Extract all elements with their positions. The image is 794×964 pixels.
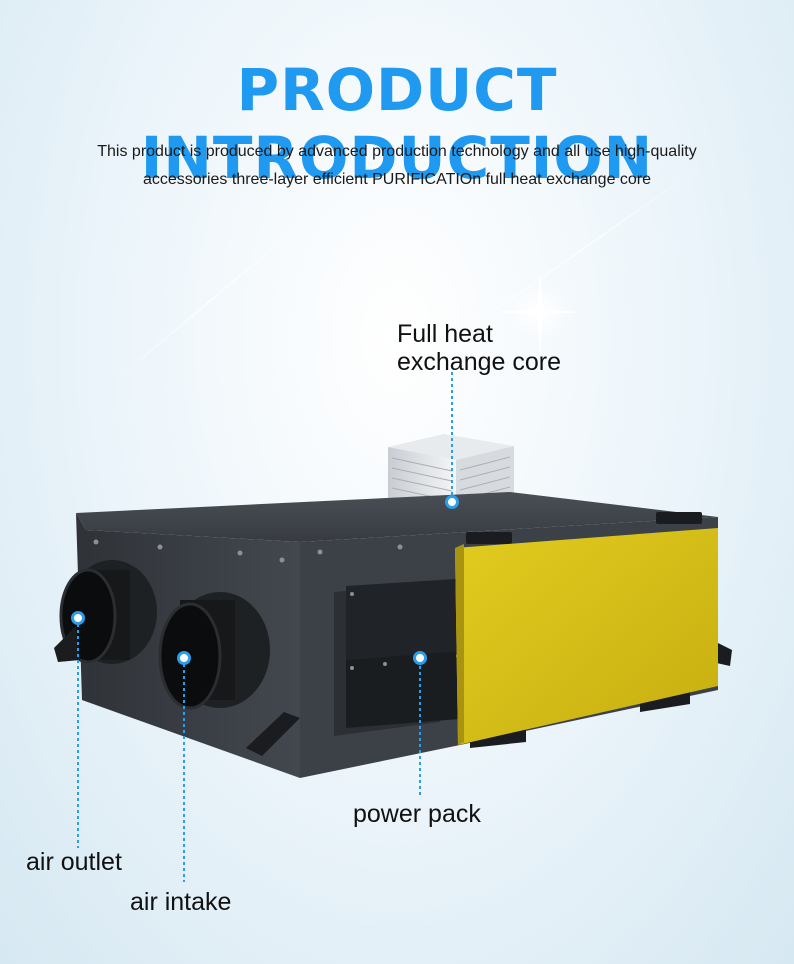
air-intake-duct <box>158 592 270 710</box>
air-outlet-label: air outlet <box>26 848 122 876</box>
callout-lines <box>77 372 453 882</box>
subtitle-line: This product is produced by advanced pro… <box>97 143 697 160</box>
core-label: Full heat exchange core <box>397 320 561 376</box>
screws <box>93 539 403 563</box>
sparkle-icon <box>500 270 580 355</box>
page-title: PRODUCT INTRODUCTION <box>140 56 654 192</box>
housing-top <box>76 492 718 542</box>
subtitle-line: accessories three-layer efficient PURIFI… <box>142 171 652 188</box>
power-pack <box>334 578 472 736</box>
yellow-side-panel <box>455 528 718 745</box>
core-label-line: exchange core <box>397 348 562 376</box>
callout-dots <box>71 495 459 665</box>
core-label-line: Full heat <box>397 320 493 348</box>
page-subtitle: This product is produced by advanced pro… <box>40 138 754 194</box>
power-pack-label: power pack <box>353 800 481 828</box>
air-intake-label: air intake <box>130 888 232 916</box>
air-outlet-duct <box>59 560 157 664</box>
